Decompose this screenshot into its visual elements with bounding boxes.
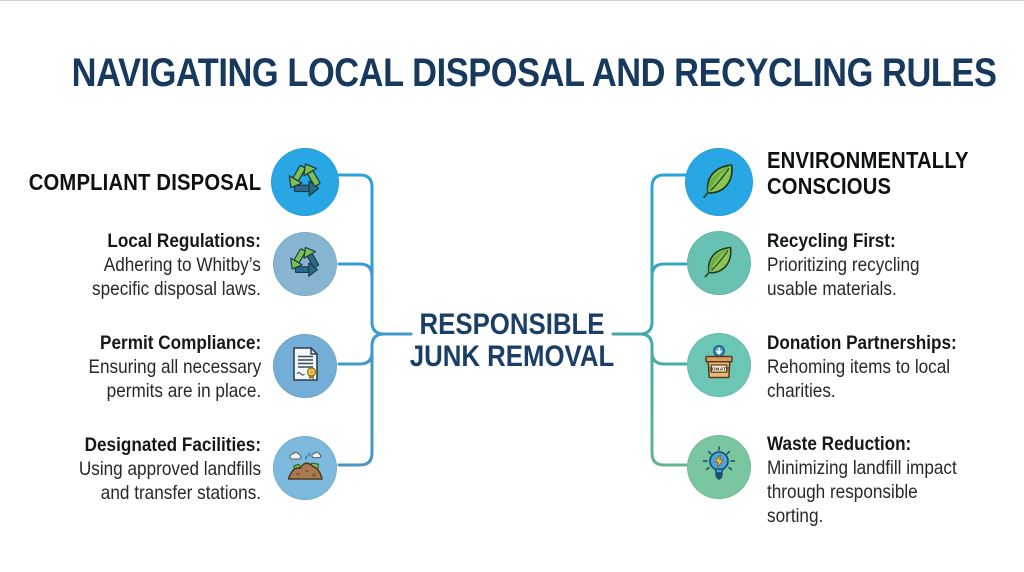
node-local-regulations-line: specific disposal laws. <box>92 278 261 300</box>
node-donation-partnerships-line: charities. <box>767 380 836 402</box>
node-designated-facilities: Designated Facilities: Using approved la… <box>79 433 261 505</box>
connector-right <box>611 173 688 467</box>
left-branch-header: COMPLIANT DISPOSAL <box>28 169 261 195</box>
left-header-circle <box>271 148 339 216</box>
node-local-regulations-title: Local Regulations: <box>107 230 262 252</box>
node-waste-reduction-line: sorting. <box>767 505 824 527</box>
node-waste-reduction-title: Waste Reduction: <box>767 433 912 455</box>
node-local-regulations: Local Regulations: Adhering to Whitby’s … <box>92 229 261 301</box>
right-branch-header-label: CONSCIOUS <box>767 173 892 199</box>
right-header-circle <box>685 148 753 216</box>
node-designated-facilities-line: Using approved landfills <box>78 458 261 480</box>
center-node-line2: JUNK REMOVAL <box>409 340 615 373</box>
lightbulb-icon <box>699 445 739 490</box>
node-permit-compliance-line: permits are in place. <box>106 380 261 402</box>
node-permit-compliance-line: Ensuring all necessary <box>88 356 261 378</box>
node-waste-reduction: Waste Reduction: Minimizing landfill imp… <box>767 432 957 528</box>
node-designated-facilities-title: Designated Facilities: <box>84 434 261 456</box>
leaf-icon <box>699 241 739 286</box>
designated-facilities-circle <box>273 436 337 500</box>
node-recycling-first-line: usable materials. <box>767 278 897 300</box>
certificate-icon <box>285 344 325 389</box>
node-local-regulations-line: Adhering to Whitby’s <box>103 254 262 276</box>
local-regulations-circle <box>273 232 337 296</box>
right-branch-header-label: ENVIRONMENTALLY <box>767 147 969 173</box>
donation-partnerships-circle: DONATE <box>687 333 751 397</box>
node-recycling-first: Recycling First: Prioritizing recycling … <box>767 229 920 301</box>
center-node-line1: RESPONSIBLE <box>419 308 605 341</box>
right-branch-header: ENVIRONMENTALLY CONSCIOUS <box>767 147 969 199</box>
connector-left <box>337 173 413 467</box>
node-permit-compliance: Permit Compliance: Ensuring all necessar… <box>88 331 261 403</box>
landfill-icon <box>285 446 325 491</box>
donate-label: DONATE <box>708 366 730 372</box>
node-waste-reduction-line: through responsible <box>767 481 918 503</box>
left-branch-header-label: COMPLIANT DISPOSAL <box>28 169 261 195</box>
donate-box-icon: DONATE <box>699 343 739 388</box>
node-donation-partnerships-line: Rehoming items to local <box>767 356 951 378</box>
node-donation-partnerships-title: Donation Partnerships: <box>767 332 957 354</box>
node-recycling-first-line: Prioritizing recycling <box>767 254 920 276</box>
node-waste-reduction-line: Minimizing landfill impact <box>767 457 957 479</box>
recycle-icon <box>283 158 327 207</box>
waste-reduction-circle <box>687 435 751 499</box>
page-title: NAVIGATING LOCAL DISPOSAL AND RECYCLING … <box>71 51 997 95</box>
center-node: RESPONSIBLE JUNK REMOVAL <box>374 309 649 373</box>
recycle-icon <box>285 242 325 287</box>
node-recycling-first-title: Recycling First: <box>767 230 896 252</box>
node-donation-partnerships: Donation Partnerships: Rehoming items to… <box>767 331 957 403</box>
recycling-first-circle <box>687 231 751 295</box>
permit-compliance-circle <box>273 334 337 398</box>
node-designated-facilities-line: and transfer stations. <box>100 482 262 504</box>
leaf-icon <box>697 158 741 207</box>
node-permit-compliance-title: Permit Compliance: <box>99 332 261 354</box>
